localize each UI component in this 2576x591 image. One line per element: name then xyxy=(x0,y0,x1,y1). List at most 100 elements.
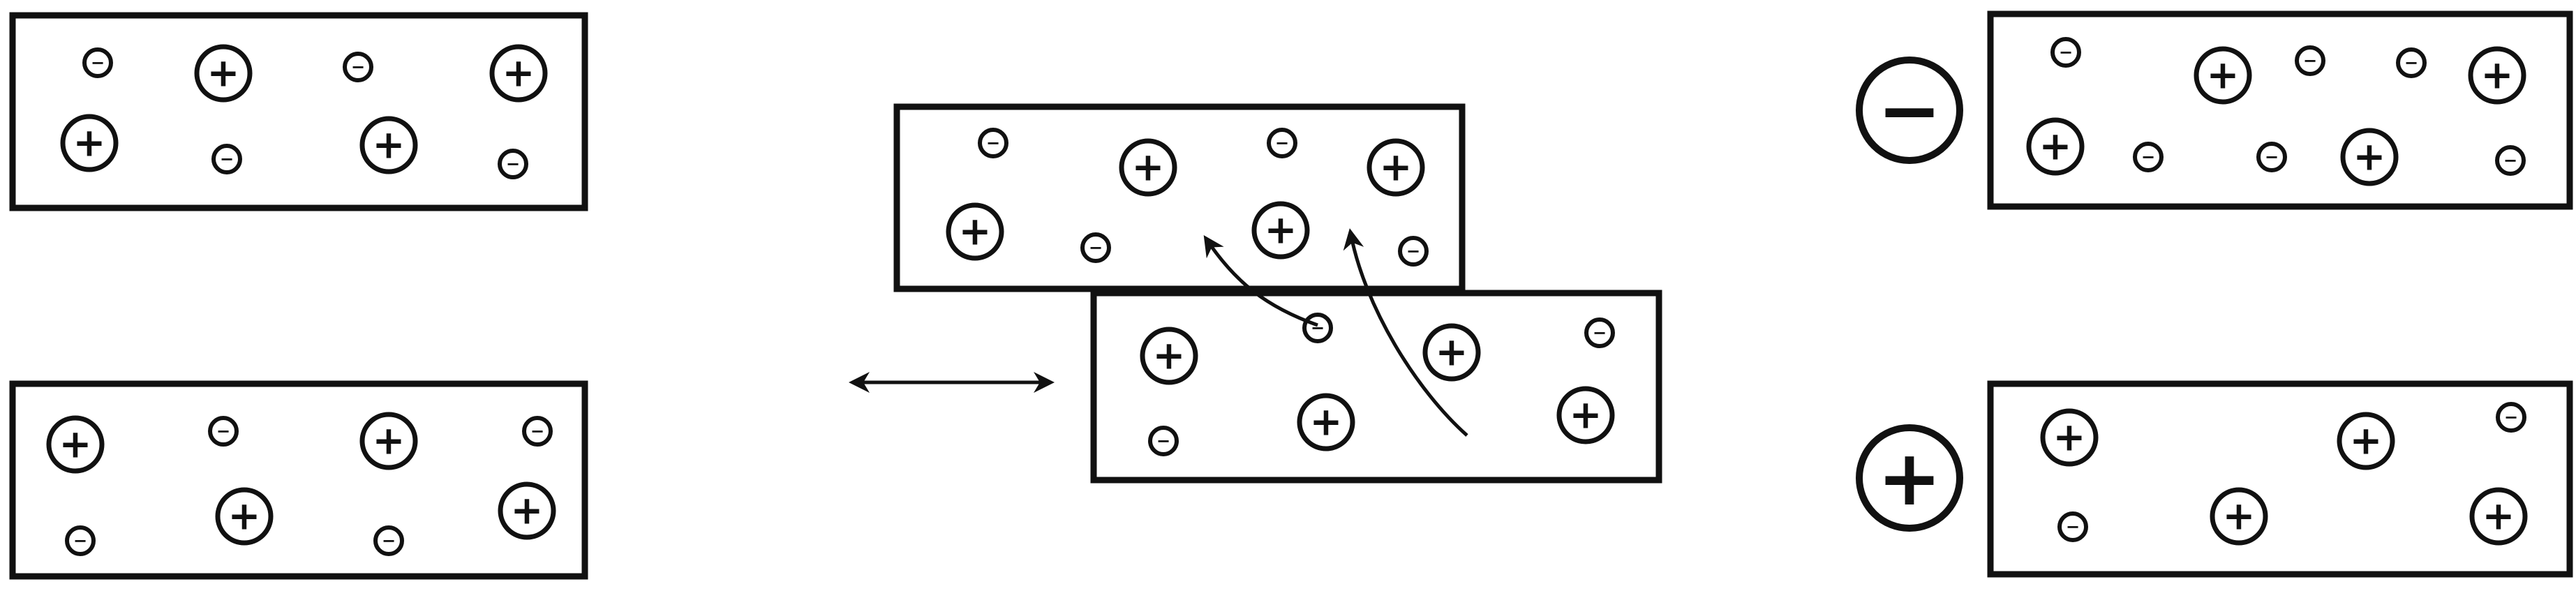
positive-charge-symbol: + xyxy=(1436,330,1468,375)
positive-charge: + xyxy=(1251,201,1310,260)
negative-charge: − xyxy=(1398,236,1429,267)
positive-charge: + xyxy=(1140,327,1198,385)
negative-charge: − xyxy=(373,525,404,556)
negative-charge: − xyxy=(211,144,242,174)
positive-charge-symbol: + xyxy=(2482,494,2515,539)
negative-charge-circle xyxy=(2133,142,2164,172)
positive-charge-symbol: + xyxy=(1570,393,1602,438)
positive-charge-circle xyxy=(1140,327,1198,385)
positive-charge: + xyxy=(2337,412,2395,470)
negative-charge: − xyxy=(343,52,373,82)
positive-charge-symbol: + xyxy=(2053,415,2086,461)
positive-charge: + xyxy=(2040,408,2099,467)
negative-charge: − xyxy=(2496,402,2526,433)
panel-right-bottom xyxy=(1987,380,2573,578)
electron-transfer-arrow-icon xyxy=(1203,235,1318,327)
negative-charge-circle xyxy=(522,416,553,447)
negative-charge-symbol: − xyxy=(1593,323,1607,343)
negative-charge-circle xyxy=(1080,232,1111,263)
positive-charge: + xyxy=(946,202,1004,261)
negative-charge-circle xyxy=(65,525,96,556)
negative-charge-symbol: − xyxy=(220,149,234,169)
positive-charge-symbol: + xyxy=(1132,145,1165,190)
negative-charge-symbol: − xyxy=(2265,147,2279,167)
negative-charge-symbol: − xyxy=(1406,241,1420,261)
positive-charge: + xyxy=(2469,487,2528,546)
positive-charge: + xyxy=(359,412,418,470)
positive-charge: + xyxy=(1556,386,1615,444)
negative-charge-circle xyxy=(498,149,528,179)
negative-charge: − xyxy=(2057,511,2088,542)
negative-charge: − xyxy=(1584,317,1615,348)
negative-charge: − xyxy=(208,416,239,447)
positive-charge-circle xyxy=(2469,487,2528,546)
positive-charge: + xyxy=(60,114,119,172)
positive-charge: + xyxy=(215,487,274,546)
negative-charge-symbol: − xyxy=(2504,407,2518,427)
positive-charge-circle xyxy=(359,412,418,470)
positive-charge-symbol: + xyxy=(373,123,405,168)
positive-indicator-circle xyxy=(1856,424,1963,532)
positive-charge: + xyxy=(1297,393,1355,451)
negative-charge-symbol: − xyxy=(1275,133,1289,153)
negative-charge-symbol: − xyxy=(1156,431,1170,451)
positive-charge-symbol: + xyxy=(1265,208,1297,253)
positive-charge-circle xyxy=(60,114,119,172)
positive-charge: + xyxy=(2340,128,2399,186)
negative-charge-circle xyxy=(2396,47,2427,78)
negative-charge-symbol: − xyxy=(351,57,365,77)
negative-charge: − xyxy=(65,525,96,556)
negative-charge-circle xyxy=(2057,511,2088,542)
positive-charge: + xyxy=(359,116,418,174)
negative-charge-symbol: − xyxy=(73,531,87,551)
positive-charge: + xyxy=(489,44,548,103)
negative-charge: − xyxy=(2495,145,2526,176)
negative-charge-symbol: − xyxy=(530,421,544,441)
positive-charge-circle xyxy=(2340,128,2399,186)
negative-charge-symbol: − xyxy=(1089,238,1103,257)
positive-charge-circle xyxy=(1367,138,1425,197)
positive-charge-symbol: + xyxy=(73,121,106,166)
negative-charge-circle xyxy=(82,47,113,78)
positive-charge-symbol: + xyxy=(2481,53,2514,98)
positive-charge-circle xyxy=(194,44,253,103)
positive-charge-circle xyxy=(946,202,1004,261)
positive-charge: + xyxy=(2026,117,2085,176)
negative-charge-symbol: − xyxy=(506,154,520,174)
positive-charge-circle xyxy=(2210,487,2268,546)
negative-charge-symbol: − xyxy=(2404,53,2418,73)
positive-charge-symbol: + xyxy=(373,419,405,464)
negative-charge-symbol: − xyxy=(1311,318,1325,338)
positive-charge-circle xyxy=(2194,46,2252,105)
net-charge-negative-indicator: − xyxy=(1856,57,1963,164)
negative-charge-symbol: − xyxy=(91,53,105,73)
positive-charge-circle xyxy=(1422,323,1481,382)
electron-transfer-arrow-icon xyxy=(1343,228,1468,437)
negative-charge-circle xyxy=(2495,145,2526,176)
negative-charge-circle xyxy=(1302,313,1333,343)
positive-charge: + xyxy=(194,44,253,103)
positive-charge-symbol: + xyxy=(207,51,240,96)
positive-charge-circle xyxy=(215,487,274,546)
negative-charge: − xyxy=(978,128,1008,158)
negative-charge: − xyxy=(2050,37,2081,68)
positive-charge-circle xyxy=(2337,412,2395,470)
positive-charge-symbol: + xyxy=(502,51,535,96)
negative-charge: − xyxy=(2133,142,2164,172)
positive-charge-symbol: + xyxy=(2039,124,2072,170)
positive-charge-symbol: + xyxy=(2207,53,2240,98)
negative-charge-circle xyxy=(1398,236,1429,267)
positive-charge-circle xyxy=(2468,46,2526,105)
negative-charge-circle xyxy=(2050,37,2081,68)
positive-charge-symbol: + xyxy=(2223,494,2256,539)
positive-charge-circle xyxy=(46,415,105,474)
positive-charge-circle xyxy=(359,116,418,174)
positive-charge-circle xyxy=(1297,393,1355,451)
negative-charge: − xyxy=(498,149,528,179)
negative-charge-circle xyxy=(2496,402,2526,433)
negative-charge-circle xyxy=(208,416,239,447)
positive-charge-symbol: + xyxy=(59,422,92,467)
positive-charge: + xyxy=(2194,46,2252,105)
negative-charge-symbol: − xyxy=(2303,51,2317,70)
